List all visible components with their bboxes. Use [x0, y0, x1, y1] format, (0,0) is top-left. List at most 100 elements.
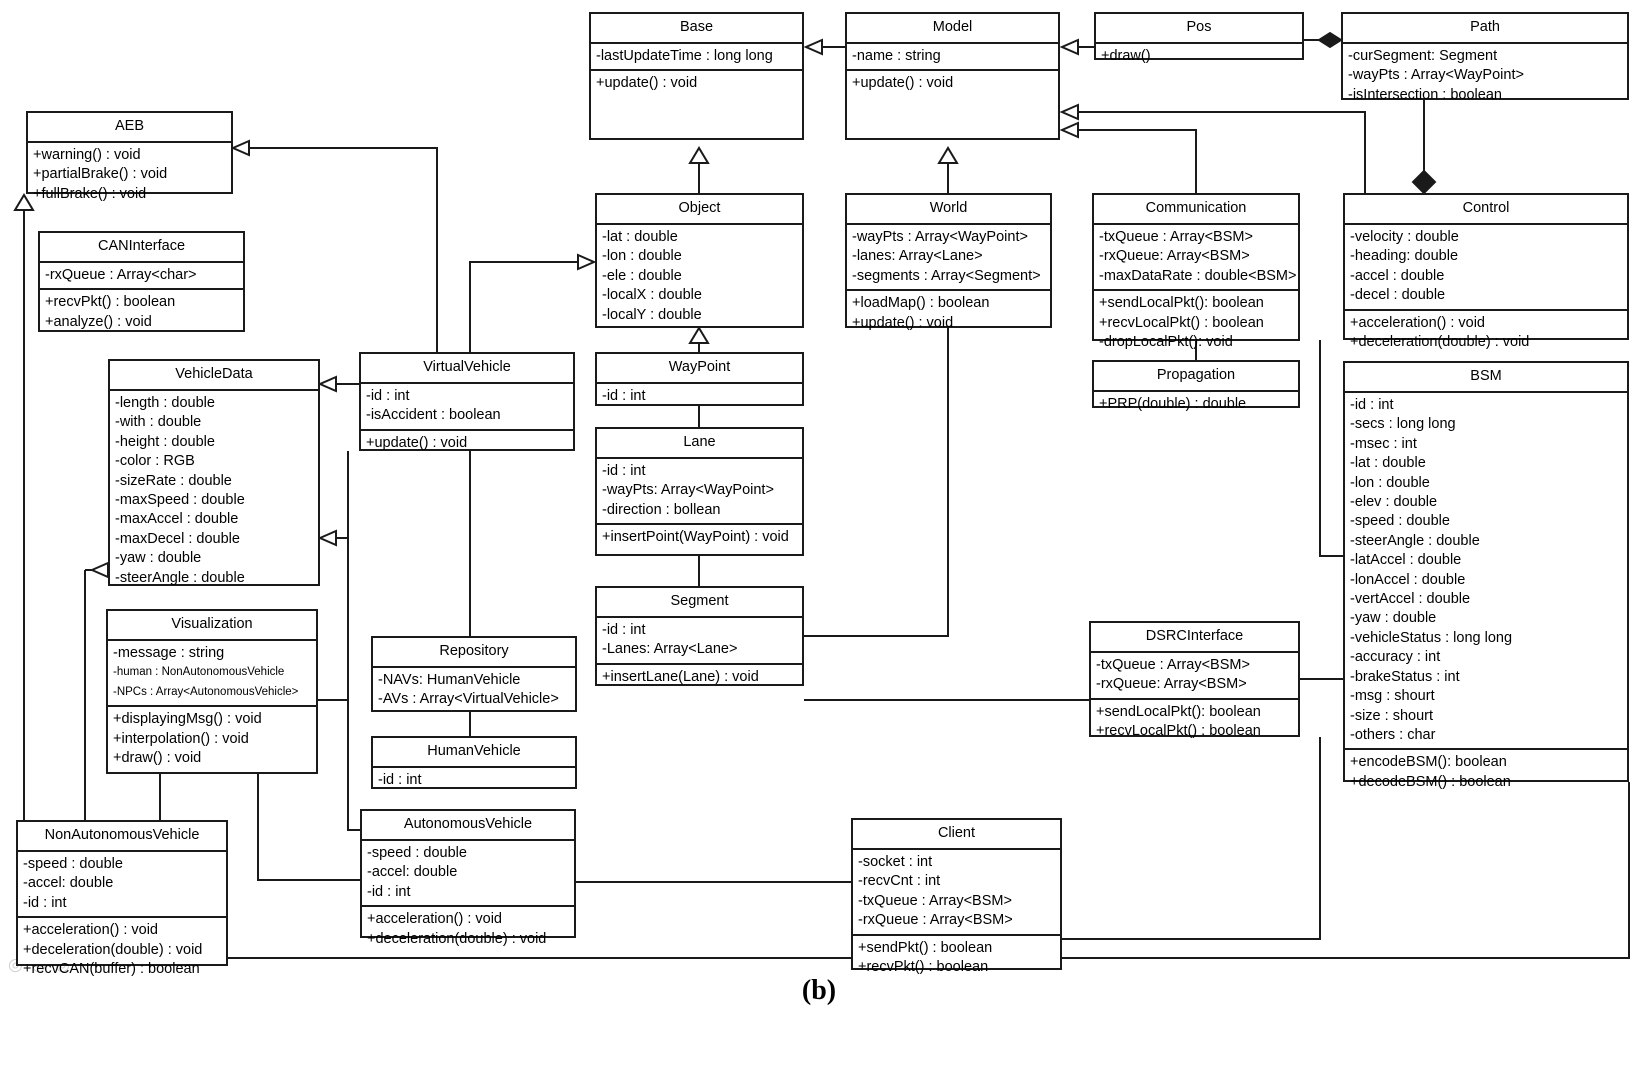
- attribute-row: -speed : double: [367, 845, 467, 862]
- attribute-row: -AVs : Array<VirtualVehicle>: [378, 691, 559, 708]
- class-title: WayPoint: [597, 354, 802, 385]
- attribute-row: -lat : double: [1350, 455, 1426, 472]
- class-title: DSRCInterface: [1091, 623, 1298, 654]
- attribute-row: -txQueue : Array<BSM>: [858, 892, 1012, 909]
- attributes-section: -txQueue : Array<BSM> -rxQueue: Array<BS…: [1094, 225, 1298, 289]
- methods-section: +draw(): [1096, 44, 1302, 69]
- attribute-row: -id : int: [378, 772, 422, 789]
- class-box-communication[interactable]: Communication -txQueue : Array<BSM> -rxQ…: [1092, 193, 1300, 350]
- attribute-row: -maxSpeed : double: [115, 492, 245, 509]
- class-box-waypoint[interactable]: WayPoint -id : int: [595, 352, 804, 406]
- class-box-dsrcinterface[interactable]: DSRCInterface -txQueue : Array<BSM> -rxQ…: [1089, 621, 1300, 739]
- class-box-humanvehicle[interactable]: HumanVehicle -id : int: [371, 736, 577, 789]
- attribute-row: -isAccident : boolean: [366, 407, 501, 424]
- attribute-row: -accuracy : int: [1350, 649, 1441, 666]
- class-title: Communication: [1094, 195, 1298, 226]
- class-box-visualization[interactable]: Visualization -message : string -human :…: [106, 609, 318, 774]
- method-row: -dropLocalPkt(): void: [1099, 334, 1233, 351]
- method-row: +sendLocalPkt(): boolean: [1096, 703, 1261, 720]
- methods-section: +warning() : void +partialBrake() : void…: [28, 143, 231, 207]
- class-title: Model: [847, 14, 1058, 45]
- attribute-row: -wayPts: Array<WayPoint>: [602, 482, 774, 499]
- attributes-section: -id : int -wayPts: Array<WayPoint> -dire…: [597, 459, 802, 523]
- attribute-row: -accel : double: [1350, 267, 1445, 284]
- class-box-model[interactable]: Model -name : string +update() : void: [845, 12, 1060, 140]
- method-row: +update() : void: [852, 314, 954, 331]
- method-row: +decodeBSM() : boolean: [1350, 773, 1511, 790]
- class-box-world[interactable]: World -wayPts : Array<WayPoint> -lanes: …: [845, 193, 1052, 331]
- class-box-vehicledata[interactable]: VehicleData -length : double -with : dou…: [108, 359, 320, 586]
- attribute-row: -speed : double: [23, 856, 123, 873]
- class-box-control[interactable]: Control -velocity : double -heading: dou…: [1343, 193, 1629, 350]
- method-row: +recvLocalPkt() : boolean: [1099, 314, 1264, 331]
- class-box-nonautonomousvehicle[interactable]: NonAutonomousVehicle -speed : double -ac…: [16, 820, 228, 977]
- attribute-row: -txQueue : Array<BSM>: [1096, 657, 1250, 674]
- method-row: +PRP(double) : double: [1099, 396, 1247, 413]
- methods-section: +sendLocalPkt(): boolean +recvLocalPkt()…: [1091, 697, 1298, 745]
- attribute-row: -sizeRate : double: [115, 472, 232, 489]
- attribute-row: -maxDecel : double: [115, 530, 240, 547]
- attribute-row: -steerAngle : double: [115, 569, 245, 586]
- class-box-aeb[interactable]: AEB +warning() : void +partialBrake() : …: [26, 111, 233, 202]
- attribute-row: -curSegment: Segment: [1348, 48, 1498, 65]
- method-row: +update() : void: [852, 75, 954, 92]
- attribute-row: -wayPts : Array<WayPoint>: [1348, 67, 1524, 84]
- attribute-row: -NPCs : Array<AutonomousVehicle>: [113, 685, 299, 698]
- attributes-section: -lastUpdateTime : long long: [591, 44, 802, 69]
- class-title: Repository: [373, 638, 575, 669]
- attributes-section: -rxQueue : Array<char>: [40, 263, 243, 288]
- class-title: Lane: [597, 429, 802, 460]
- attribute-row: -lanes: Array<Lane>: [852, 248, 983, 265]
- methods-section: +sendLocalPkt(): boolean +recvLocalPkt()…: [1094, 289, 1298, 355]
- attribute-row: -vertAccel : double: [1350, 591, 1471, 608]
- method-row: +fullBrake() : void: [33, 185, 147, 202]
- class-box-autonomousvehicle[interactable]: AutonomousVehicle -speed : double -accel…: [360, 809, 576, 947]
- method-row: +acceleration() : void: [367, 911, 502, 928]
- methods-section: +insertPoint(WayPoint) : void: [597, 523, 802, 550]
- method-row: +acceleration() : void: [1350, 314, 1485, 331]
- attributes-section: -NAVs: HumanVehicle -AVs : Array<Virtual…: [373, 668, 575, 713]
- attributes-section: -speed : double -accel: double -id : int: [18, 852, 226, 916]
- attribute-row: -lat : double: [602, 229, 678, 246]
- attribute-row: -localX : double: [602, 287, 702, 304]
- attribute-row: -size : shourt: [1350, 707, 1433, 724]
- class-box-segment[interactable]: Segment -id : int -Lanes: Array<Lane> +i…: [595, 586, 804, 686]
- attribute-row: -ele : double: [602, 267, 682, 284]
- attributes-section: -lat : double -lon : double -ele : doubl…: [597, 225, 802, 328]
- attributes-section: -curSegment: Segment -wayPts : Array<Way…: [1343, 44, 1627, 108]
- attributes-section: -id : int -Lanes: Array<Lane>: [597, 618, 802, 663]
- class-box-base[interactable]: Base -lastUpdateTime : long long +update…: [589, 12, 804, 140]
- attribute-row: -localY : double: [602, 306, 702, 323]
- attributes-section: -length : double -with : double -height …: [110, 391, 318, 591]
- class-title: HumanVehicle: [373, 738, 575, 769]
- attribute-row: -message : string: [113, 645, 225, 662]
- class-box-pos[interactable]: Pos +draw(): [1094, 12, 1304, 64]
- class-box-object[interactable]: Object -lat : double -lon : double -ele …: [595, 193, 804, 328]
- class-title: Segment: [597, 588, 802, 619]
- attribute-row: -id : int: [367, 883, 411, 900]
- class-box-bsm[interactable]: BSM -id : int -secs : long long -msec : …: [1343, 361, 1629, 790]
- attributes-section: -wayPts : Array<WayPoint> -lanes: Array<…: [847, 225, 1050, 289]
- attribute-row: -rxQueue: Array<BSM>: [1099, 248, 1250, 265]
- class-title: NonAutonomousVehicle: [18, 822, 226, 853]
- method-row: +deceleration(double) : void: [1350, 334, 1530, 351]
- class-box-repository[interactable]: Repository -NAVs: HumanVehicle -AVs : Ar…: [371, 636, 577, 712]
- attribute-row: -heading: double: [1350, 248, 1459, 265]
- attribute-row: -wayPts : Array<WayPoint>: [852, 229, 1028, 246]
- attribute-row: -brakeStatus : int: [1350, 668, 1460, 685]
- class-title: BSM: [1345, 363, 1627, 394]
- method-row: +recvPkt() : boolean: [858, 959, 989, 976]
- class-box-lane[interactable]: Lane -id : int -wayPts: Array<WayPoint> …: [595, 427, 804, 556]
- attribute-row: -others : char: [1350, 726, 1436, 743]
- attribute-row: -yaw : double: [1350, 610, 1437, 627]
- attribute-row: -id : int: [602, 622, 646, 639]
- attribute-row: -direction : bollean: [602, 501, 721, 518]
- class-box-virtualvehicle[interactable]: VirtualVehicle -id : int -isAccident : b…: [359, 352, 575, 451]
- class-box-path[interactable]: Path -curSegment: Segment -wayPts : Arra…: [1341, 12, 1629, 103]
- class-box-caninterface[interactable]: CANInterface -rxQueue : Array<char> +rec…: [38, 231, 245, 332]
- class-box-client[interactable]: Client -socket : int -recvCnt : int -txQ…: [851, 818, 1062, 975]
- class-box-propagation[interactable]: Propagation +PRP(double) : double: [1092, 360, 1300, 412]
- attribute-row: -lonAccel : double: [1350, 571, 1466, 588]
- attribute-row: -recvCnt : int: [858, 873, 941, 890]
- attribute-row: -name : string: [852, 48, 941, 65]
